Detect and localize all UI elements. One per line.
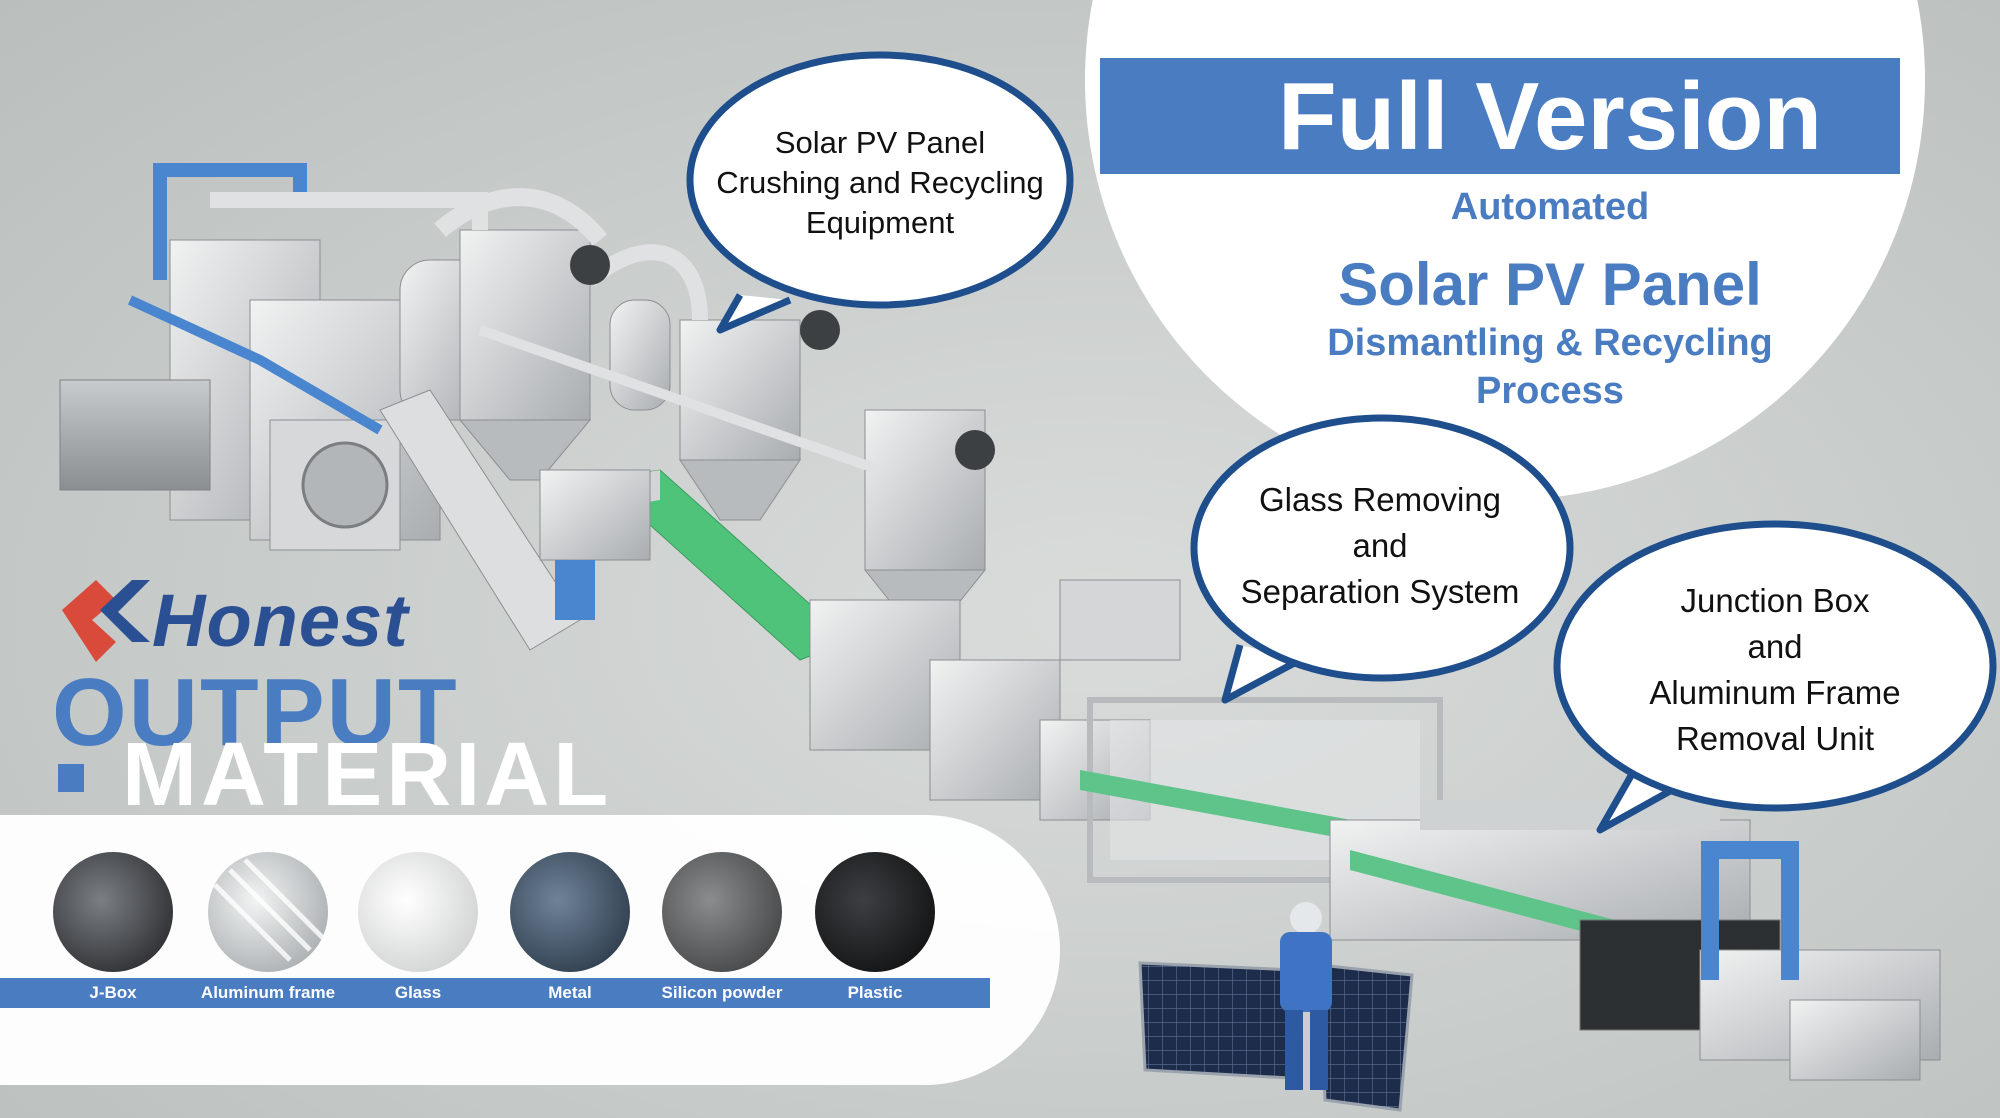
glass-separation-callout: Glass Removing and Separation System	[1200, 477, 1560, 615]
crushing-equipment-callout: Solar PV Panel Crushing and Recycling Eq…	[700, 123, 1060, 243]
product-label: Solar PV Panel	[1338, 251, 1762, 318]
silicon-powder-sample-icon	[662, 852, 782, 972]
full-version-circle	[1085, 0, 1925, 500]
callout-line: Removal Unit	[1675, 720, 1875, 757]
automated-label: Automated	[1450, 186, 1650, 228]
callout-line: Glass Removing	[1258, 481, 1502, 518]
worker-with-solar-panel	[1138, 902, 1414, 1112]
material-label-glass: Glass	[394, 983, 442, 1002]
speech-bubbles	[686, 51, 1997, 834]
callout-line: Junction Box	[1680, 582, 1870, 619]
callout-line: Aluminum Frame	[1649, 674, 1901, 711]
metal-sample-icon	[510, 852, 630, 972]
output-accent-square	[58, 764, 84, 792]
callout-line: and	[1352, 527, 1408, 564]
callout-line: Equipment	[805, 205, 955, 240]
material-label-aluminum-frame: Aluminum frame	[200, 983, 336, 1002]
junction-box-frame-removal-unit	[1329, 800, 1941, 1081]
glass-sample-icon	[358, 852, 478, 972]
callout-line: and	[1747, 628, 1803, 665]
callout-line: Solar PV Panel	[774, 125, 986, 160]
output-heading: OUTPUT	[52, 659, 459, 766]
j-box-sample-icon	[53, 852, 173, 972]
honest-logo-icon	[62, 580, 150, 662]
callout-line: Crushing and Recycling	[716, 165, 1044, 200]
junction-box-callout: Junction Box and Aluminum Frame Removal …	[1585, 578, 1965, 762]
process-label-line2: Process	[1476, 370, 1624, 412]
crushing-equipment	[59, 163, 995, 661]
brand-logo: Honest	[152, 579, 409, 662]
process-label-line1: Dismantling & Recycling	[1327, 322, 1773, 364]
material-label-metal: Metal	[548, 983, 592, 1002]
full-version-title: Full Version	[1277, 63, 1823, 170]
plastic-sample-icon	[815, 852, 935, 972]
callout-line: Separation System	[1240, 573, 1520, 610]
material-heading: MATERIAL	[122, 725, 613, 825]
material-label-plastic: Plastic	[847, 983, 903, 1002]
material-label-jbox: J-Box	[89, 983, 137, 1002]
material-label-silicon-powder: Silicon powder	[661, 983, 783, 1002]
output-material-band	[0, 815, 1060, 1085]
aluminum-frame-sample-icon	[208, 852, 328, 972]
